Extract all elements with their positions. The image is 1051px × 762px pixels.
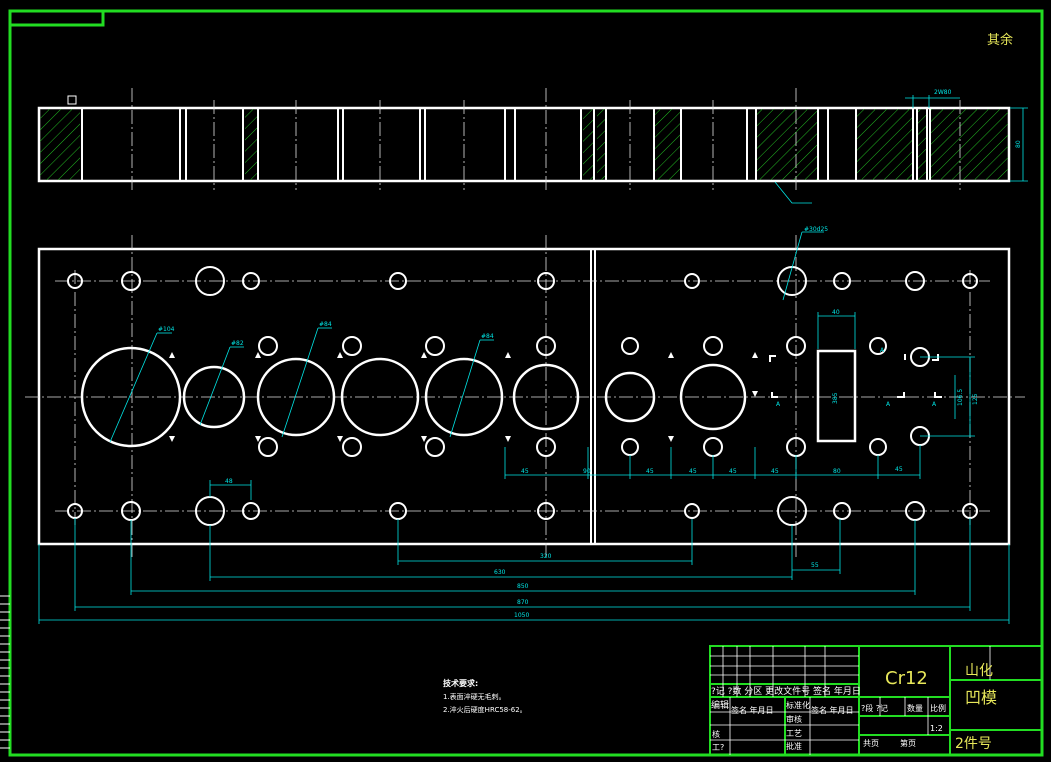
approve: 批准 (786, 741, 802, 751)
designer-row: 编辑 (711, 699, 729, 711)
dim-45-a: 45 (521, 468, 529, 475)
dim-right-b: 106.5 (957, 389, 964, 406)
title-block: Cr12 山化 凹模 2件号 ?记 ?数 分区 更改文件号 签名 年月日 编辑 … (709, 645, 1043, 756)
dim-45-b: 45 (646, 468, 654, 475)
header-row: ?记 ?数 分区 更改文件号 签名 年月日 (711, 685, 861, 697)
dim-45-f: 45 (895, 466, 903, 473)
dim-slot-height: 385 (832, 392, 839, 404)
die-holes (80, 346, 747, 448)
section-marker (67, 95, 77, 105)
section-label-4: A (776, 401, 781, 408)
dim-1050: 1050 (514, 612, 529, 619)
scale-value: 1:2 (930, 724, 943, 733)
dim-870: 870 (517, 599, 529, 606)
review: 审核 (786, 714, 802, 724)
drawing-name-2: 凹模 (965, 688, 997, 707)
left-edge-ticks (0, 595, 10, 749)
dim-chain (38, 445, 1010, 624)
standardize: 标准化 (786, 700, 810, 710)
dim-850: 850 (517, 583, 529, 590)
dim-630: 630 (494, 569, 506, 576)
tech-heading: 技术要求: (443, 678, 478, 688)
dim-45-c: 45 (689, 468, 697, 475)
dim-spacing-48: 48 (225, 478, 233, 485)
drawing-name-1: 山化 (965, 663, 993, 679)
scale-label: 比例 (930, 703, 946, 713)
section-label-2: A (886, 401, 891, 408)
punch-markers (169, 352, 758, 442)
check-label: 核 (712, 729, 720, 739)
pin-holes (67, 266, 978, 526)
material: Cr12 (885, 668, 928, 689)
dim-dia-84: #84 (319, 321, 332, 328)
rect-slot (816, 349, 857, 443)
section-view: 2W80 80 (37, 88, 1028, 204)
section-label-3: A (932, 401, 937, 408)
dim-320: 320 (540, 553, 552, 560)
sheet-no: 第页 (900, 738, 916, 748)
weight-label: 数量 (907, 703, 923, 713)
tech-line-2: 2.淬火后硬度HRC58-62。 (443, 705, 527, 714)
dim-45-e: 45 (771, 468, 779, 475)
corner-note: 其余 (987, 32, 1013, 48)
process-short: 工? (712, 743, 724, 752)
dim-top-width: 2W80 (934, 89, 952, 96)
dim-dia-82: #82 (231, 340, 244, 347)
technical-requirements: 技术要求: 1.表面淬硬无毛刺。 2.淬火后硬度HRC58-62。 (443, 678, 527, 714)
dim-dia-84b: #84 (481, 333, 494, 340)
dim-55: 55 (811, 562, 819, 569)
dim-90-a: 90 (583, 468, 591, 475)
part-number-label: 2件号 (955, 736, 992, 752)
l-marks (769, 354, 942, 398)
drawing-frame (8, 9, 1044, 757)
dim-pin-hole: #30d25 (804, 226, 828, 233)
stage-label: ?段 ?记 (861, 703, 888, 713)
sheet-total: 共页 (863, 739, 879, 748)
dim-right-a: 125 (972, 393, 979, 405)
dim-slot-width: 40 (832, 309, 840, 316)
tech-line-1: 1.表面淬硬无毛刺。 (443, 692, 506, 701)
dim-top-height: 80 (1015, 140, 1022, 148)
process: 工艺 (786, 729, 802, 738)
plan-view: #30d25 #104 #82 #84 #84 40 385 125 106.5… (25, 226, 1025, 624)
sign-row-left: 签名 年月日 (731, 705, 774, 715)
dim-dia-104: #104 (158, 326, 175, 333)
sign-row-right: 签名 年月日 (811, 705, 854, 715)
section-label-1: A (880, 347, 885, 354)
dim-80: 80 (833, 468, 841, 475)
dim-45-d: 45 (729, 468, 737, 475)
